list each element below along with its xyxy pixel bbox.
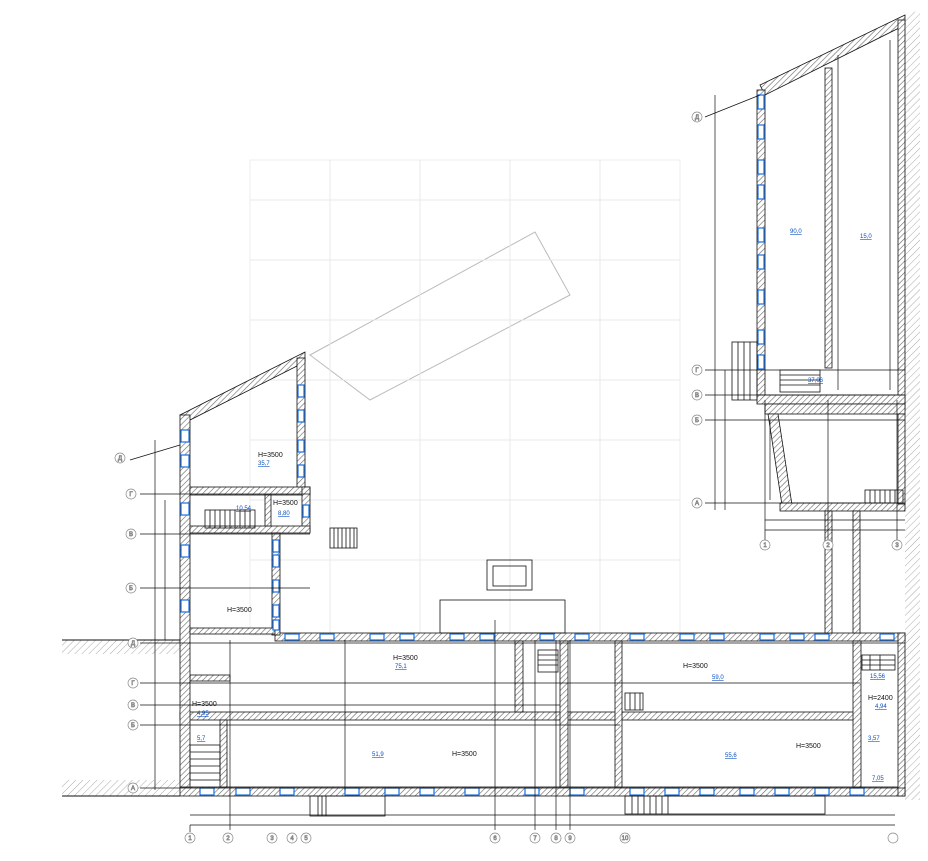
upper-left-axis-b: Б — [125, 582, 137, 594]
room-area: 10,54 — [236, 506, 252, 512]
room-height: Н=3500 — [227, 607, 252, 614]
room-area: 8,80 — [278, 511, 290, 517]
room-height: Н=3500 — [192, 701, 217, 708]
left-axis-v: В — [127, 699, 139, 711]
svg-text:5: 5 — [304, 836, 308, 842]
room-area: 3,57 — [868, 736, 880, 742]
room-height: Н=3500 — [393, 655, 418, 662]
room-area: 90,0 — [790, 229, 802, 235]
room-area: 55,6 — [725, 753, 737, 759]
svg-text:8: 8 — [554, 836, 558, 842]
room-area: 59,0 — [712, 675, 724, 681]
bottom-axis-8: 8 — [550, 832, 562, 844]
svg-text:Д: Д — [695, 115, 699, 121]
bottom-axis-4: 4 — [286, 832, 298, 844]
svg-text:А: А — [695, 501, 699, 507]
ground-hatching — [62, 10, 920, 800]
bottom-axis-6: 6 — [489, 832, 501, 844]
svg-text:Г: Г — [129, 492, 133, 498]
upper-left-axis-v: В — [125, 528, 137, 540]
room-height: Н=2400 — [868, 695, 893, 702]
svg-text:10: 10 — [622, 836, 629, 842]
axis-markers: 1 2 3 4 5 6 7 8 9 10 1 2 3 А Б В Г Д Д Г… — [114, 111, 903, 844]
svg-text:7: 7 — [533, 836, 537, 842]
room-area: 35,7 — [258, 461, 270, 467]
svg-text:6: 6 — [493, 836, 497, 842]
right-axis-b: Б — [691, 414, 703, 426]
svg-text:2: 2 — [826, 543, 830, 549]
windows — [180, 94, 895, 796]
room-area: 4,94 — [875, 704, 887, 710]
room-height: Н=3500 — [258, 452, 283, 459]
svg-text:9: 9 — [568, 836, 572, 842]
svg-text:Д: Д — [118, 456, 122, 462]
svg-text:В: В — [695, 393, 699, 399]
svg-text:Д: Д — [131, 641, 135, 647]
upper-left-axis-d: Д — [114, 452, 126, 464]
left-axis-d: Д — [127, 637, 139, 649]
svg-text:Б: Б — [129, 586, 133, 592]
dimension-lines — [129, 40, 905, 830]
room-area: 15,56 — [870, 674, 886, 680]
bottom-axis-3: 3 — [266, 832, 278, 844]
svg-text:4: 4 — [290, 836, 294, 842]
bottom-axis-9: 9 — [564, 832, 576, 844]
room-area: 5,7 — [197, 736, 206, 742]
room-height: Н=3500 — [452, 751, 477, 758]
svg-text:1: 1 — [188, 836, 192, 842]
bottom-axis-7: 7 — [529, 832, 541, 844]
svg-text:Б: Б — [695, 418, 699, 424]
bottom-axis-2: 2 — [222, 832, 234, 844]
left-axis-a: А — [127, 782, 139, 794]
right-axis-a: А — [691, 497, 703, 509]
svg-text:2: 2 — [226, 836, 230, 842]
svg-text:Г: Г — [695, 368, 699, 374]
room-area: 7,05 — [872, 776, 884, 782]
left-axis-b: Б — [127, 719, 139, 731]
ghost-underlay — [249, 159, 681, 636]
upper-left-axis-g: Г — [125, 488, 137, 500]
room-area: 75,1 — [395, 664, 407, 670]
room-labels: Н=3500 35,7 10,54 Н=3500 8,80 Н=3500 Н=3… — [192, 229, 893, 782]
svg-text:Г: Г — [131, 681, 135, 687]
bottom-axis-1: 1 — [184, 825, 196, 844]
left-axis-g: Г — [127, 677, 139, 689]
svg-text:3: 3 — [895, 543, 899, 549]
right-bottom-axis-2: 2 — [822, 539, 834, 551]
room-area: 15,0 — [860, 234, 872, 240]
bottom-axis-10: 10 — [619, 832, 631, 844]
right-axis-g: Г — [691, 364, 703, 376]
room-area: 37,06 — [808, 378, 824, 384]
room-height: Н=3500 — [796, 743, 821, 750]
room-height: Н=3500 — [683, 663, 708, 670]
room-area: 4,95 — [197, 711, 209, 717]
right-axis-d: Д — [691, 111, 703, 123]
svg-text:В: В — [131, 703, 135, 709]
bottom-axis-5: 5 — [300, 832, 312, 844]
right-axis-v: В — [691, 389, 703, 401]
right-bottom-axis-3: 3 — [891, 539, 903, 551]
walls — [179, 14, 906, 797]
svg-text:А: А — [131, 786, 135, 792]
right-bottom-axis-1: 1 — [759, 539, 771, 551]
room-area: 51,9 — [372, 752, 384, 758]
svg-text:Б: Б — [131, 723, 135, 729]
room-height: Н=3500 — [273, 500, 298, 507]
svg-text:1: 1 — [763, 543, 767, 549]
svg-text:В: В — [129, 532, 133, 538]
svg-text:3: 3 — [270, 836, 274, 842]
